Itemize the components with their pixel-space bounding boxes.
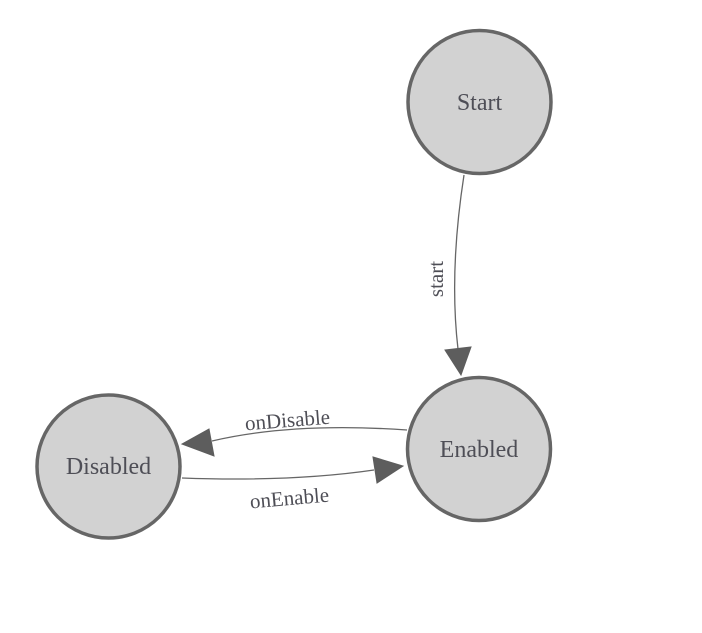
edge-label-start: start bbox=[424, 261, 448, 297]
arrowhead-start-to-enabled bbox=[444, 346, 472, 377]
edge-label-ondisable: onDisable bbox=[244, 405, 331, 436]
edge-start-to-enabled-line bbox=[453, 174, 465, 350]
edge-start-to-enabled: start bbox=[424, 174, 472, 377]
state-node-start-circle[interactable] bbox=[406, 28, 553, 176]
arrowhead-disabled-to-enabled bbox=[372, 456, 405, 484]
arrowhead-enabled-to-disabled bbox=[180, 428, 215, 457]
state-node-enabled[interactable]: Enabled bbox=[405, 375, 553, 523]
state-node-enabled-circle[interactable] bbox=[405, 375, 553, 523]
state-node-disabled-circle[interactable] bbox=[35, 393, 182, 540]
edge-label-onenable: onEnable bbox=[249, 483, 330, 514]
edge-enabled-to-disabled-line bbox=[211, 427, 408, 442]
edge-disabled-to-enabled-line bbox=[181, 469, 375, 480]
state-node-start[interactable]: Start bbox=[406, 28, 553, 176]
edge-disabled-to-enabled: onEnable bbox=[181, 456, 405, 514]
state-node-disabled[interactable]: Disabled bbox=[35, 393, 182, 540]
edge-enabled-to-disabled: onDisable bbox=[180, 405, 408, 457]
